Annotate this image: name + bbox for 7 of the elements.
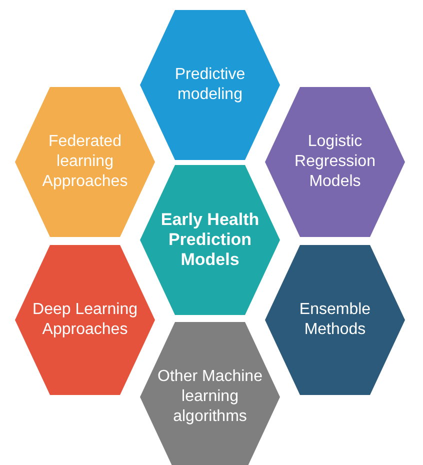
- hexagon-label: Deep Learning Approaches: [32, 300, 138, 340]
- center-title: Early Health Prediction Models: [160, 210, 260, 270]
- hexagon-label: Predictive modeling: [174, 65, 246, 105]
- hexagon-label: Logistic Regression Models: [294, 132, 376, 192]
- hexagon-label: Federated learning Approaches: [41, 132, 129, 192]
- hexagon-label: Other Machine learning algorithms: [156, 367, 264, 427]
- hexagon-label: Ensemble Methods: [298, 300, 372, 340]
